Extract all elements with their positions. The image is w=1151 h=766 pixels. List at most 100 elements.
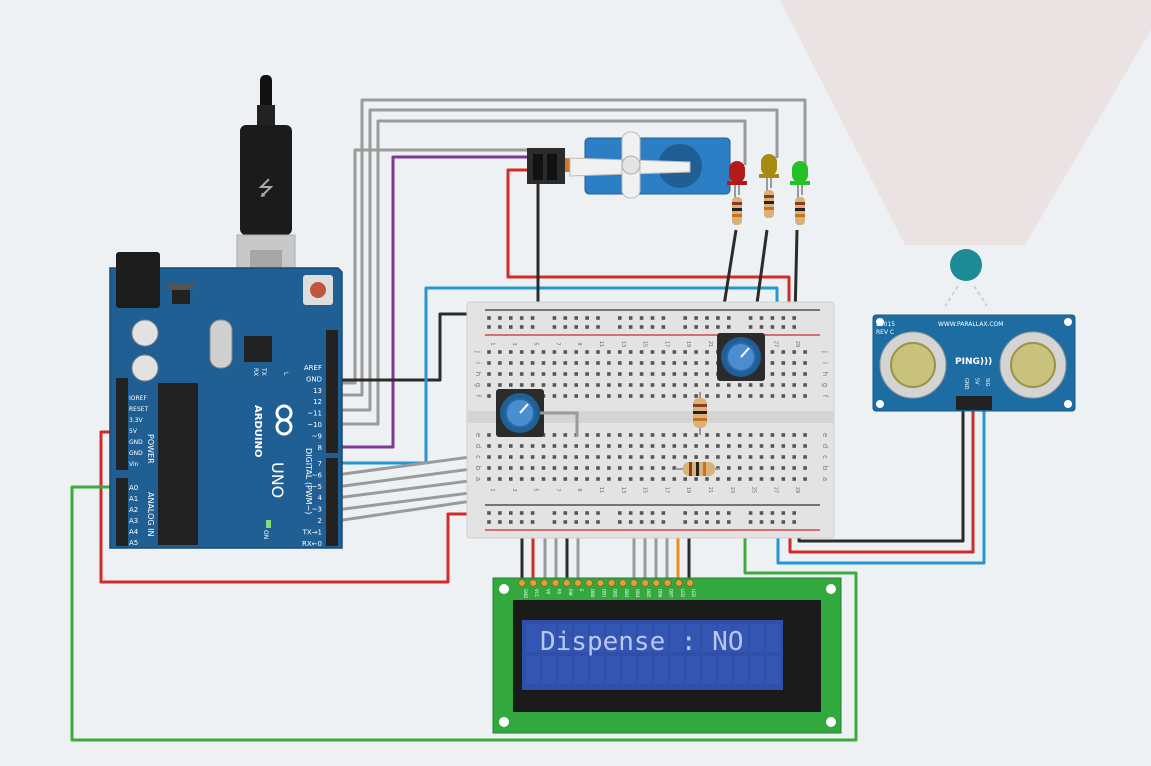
breadboard-hole[interactable] bbox=[519, 350, 524, 354]
breadboard-hole[interactable] bbox=[770, 455, 775, 459]
lcd-pin[interactable] bbox=[652, 579, 661, 587]
breadboard-rail-hole[interactable] bbox=[792, 325, 796, 329]
breadboard-hole[interactable] bbox=[585, 466, 589, 470]
breadboard-hole[interactable] bbox=[607, 466, 611, 470]
breadboard-rail-hole[interactable] bbox=[487, 325, 491, 329]
breadboard-rail-hole[interactable] bbox=[498, 316, 502, 320]
breadboard-hole[interactable] bbox=[607, 433, 611, 437]
breadboard-hole[interactable] bbox=[705, 372, 709, 376]
breadboard-hole[interactable] bbox=[650, 444, 655, 448]
breadboard-hole[interactable] bbox=[509, 466, 513, 470]
breadboard-hole[interactable] bbox=[552, 455, 557, 459]
breadboard-hole[interactable] bbox=[618, 361, 622, 365]
breadboard-hole[interactable] bbox=[519, 466, 524, 470]
breadboard-hole[interactable] bbox=[650, 394, 655, 398]
lcd-pin[interactable] bbox=[607, 579, 616, 587]
breadboard-hole[interactable] bbox=[574, 350, 578, 354]
potentiometer-1[interactable] bbox=[496, 389, 544, 437]
breadboard-hole[interactable] bbox=[661, 455, 666, 459]
breadboard-hole[interactable] bbox=[748, 455, 753, 459]
breadboard-rail-hole[interactable] bbox=[563, 325, 568, 329]
breadboard-hole[interactable] bbox=[705, 383, 709, 387]
breadboard-hole[interactable] bbox=[759, 444, 764, 448]
breadboard-hole[interactable] bbox=[683, 383, 687, 387]
breadboard-rail-hole[interactable] bbox=[650, 511, 655, 515]
breadboard-hole[interactable] bbox=[737, 444, 742, 448]
breadboard-rail-hole[interactable] bbox=[781, 325, 786, 329]
breadboard-hole[interactable] bbox=[487, 444, 491, 448]
breadboard-rail-hole[interactable] bbox=[727, 520, 731, 524]
breadboard-hole[interactable] bbox=[672, 444, 677, 448]
breadboard-hole[interactable] bbox=[803, 394, 807, 398]
breadboard-hole[interactable] bbox=[618, 350, 622, 354]
breadboard-hole[interactable] bbox=[781, 455, 786, 459]
led-yellow[interactable] bbox=[759, 154, 779, 218]
breadboard-hole[interactable] bbox=[694, 455, 698, 459]
breadboard-rail-hole[interactable] bbox=[694, 316, 698, 320]
breadboard-hole[interactable] bbox=[574, 372, 578, 376]
breadboard-rail-hole[interactable] bbox=[530, 316, 535, 320]
breadboard-rail-hole[interactable] bbox=[650, 316, 655, 320]
breadboard-hole[interactable] bbox=[618, 444, 622, 448]
breadboard-hole[interactable] bbox=[770, 433, 775, 437]
breadboard-hole[interactable] bbox=[716, 444, 720, 448]
breadboard-hole[interactable] bbox=[748, 394, 753, 398]
lcd-pin[interactable] bbox=[540, 579, 549, 587]
breadboard-rail-hole[interactable] bbox=[596, 316, 600, 320]
breadboard-hole[interactable] bbox=[552, 372, 557, 376]
breadboard-rail-hole[interactable] bbox=[694, 325, 698, 329]
breadboard-hole[interactable] bbox=[628, 466, 633, 470]
breadboard-rail-hole[interactable] bbox=[650, 325, 655, 329]
breadboard-hole[interactable] bbox=[596, 394, 600, 398]
breadboard-hole[interactable] bbox=[574, 361, 578, 365]
breadboard-hole[interactable] bbox=[792, 466, 796, 470]
breadboard-hole[interactable] bbox=[552, 394, 557, 398]
breadboard-hole[interactable] bbox=[716, 383, 720, 387]
breadboard-rail-hole[interactable] bbox=[792, 511, 796, 515]
lcd-pin[interactable] bbox=[551, 579, 560, 587]
breadboard-rail-hole[interactable] bbox=[563, 520, 568, 524]
breadboard-rail-hole[interactable] bbox=[792, 520, 796, 524]
breadboard-rail-hole[interactable] bbox=[716, 520, 720, 524]
breadboard-hole[interactable] bbox=[563, 350, 568, 354]
potentiometer-2[interactable] bbox=[717, 333, 765, 381]
breadboard-hole[interactable] bbox=[781, 361, 786, 365]
breadboard-hole[interactable] bbox=[748, 433, 753, 437]
breadboard-hole[interactable] bbox=[694, 361, 698, 365]
breadboard-hole[interactable] bbox=[607, 372, 611, 376]
lcd-pin[interactable] bbox=[562, 579, 571, 587]
breadboard-hole[interactable] bbox=[563, 372, 568, 376]
breadboard-hole[interactable] bbox=[661, 444, 666, 448]
breadboard-hole[interactable] bbox=[661, 394, 666, 398]
breadboard-hole[interactable] bbox=[628, 383, 633, 387]
breadboard-hole[interactable] bbox=[509, 455, 513, 459]
breadboard-rail-hole[interactable] bbox=[639, 316, 644, 320]
breadboard-hole[interactable] bbox=[541, 372, 546, 376]
breadboard-hole[interactable] bbox=[530, 455, 535, 459]
breadboard-hole[interactable] bbox=[574, 466, 578, 470]
breadboard-hole[interactable] bbox=[770, 361, 775, 365]
breadboard-hole[interactable] bbox=[748, 477, 753, 481]
breadboard-hole[interactable] bbox=[727, 477, 731, 481]
breadboard-hole[interactable] bbox=[737, 455, 742, 459]
breadboard-rail-hole[interactable] bbox=[585, 325, 589, 329]
breadboard-hole[interactable] bbox=[770, 383, 775, 387]
breadboard-hole[interactable] bbox=[661, 350, 666, 354]
breadboard-hole[interactable] bbox=[781, 350, 786, 354]
breadboard-rail-hole[interactable] bbox=[661, 325, 666, 329]
breadboard-rail-hole[interactable] bbox=[716, 325, 720, 329]
breadboard-hole[interactable] bbox=[705, 433, 709, 437]
breadboard-hole[interactable] bbox=[563, 444, 568, 448]
breadboard-hole[interactable] bbox=[737, 466, 742, 470]
breadboard-hole[interactable] bbox=[519, 383, 524, 387]
breadboard-rail-hole[interactable] bbox=[498, 520, 502, 524]
breadboard-hole[interactable] bbox=[759, 477, 764, 481]
breadboard-rail-hole[interactable] bbox=[618, 511, 622, 515]
breadboard-hole[interactable] bbox=[628, 477, 633, 481]
breadboard-hole[interactable] bbox=[519, 477, 524, 481]
breadboard-hole[interactable] bbox=[618, 466, 622, 470]
breadboard-rail-hole[interactable] bbox=[509, 511, 513, 515]
breadboard-hole[interactable] bbox=[618, 455, 622, 459]
lcd-pin[interactable] bbox=[674, 579, 683, 587]
breadboard-rail-hole[interactable] bbox=[585, 511, 589, 515]
